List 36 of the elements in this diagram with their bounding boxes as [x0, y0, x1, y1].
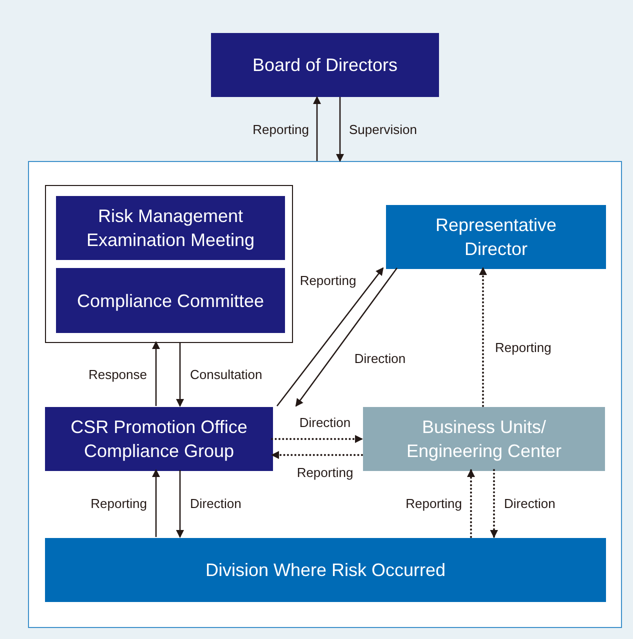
committee-group-box	[45, 185, 293, 343]
arrow	[479, 267, 487, 407]
edge-label: Reporting	[88, 496, 149, 512]
meeting-box	[56, 196, 285, 260]
node-label: Business Units/ Engineering Center	[405, 416, 563, 463]
arrow	[271, 435, 363, 443]
node-label: Division Where Risk Occurred	[205, 559, 446, 582]
arrow	[467, 469, 475, 538]
arrow	[295, 268, 398, 407]
node-label: CSR Promotion Office Compliance Group	[70, 416, 248, 463]
arrow	[271, 451, 363, 459]
edge-label: Reporting	[294, 465, 356, 481]
arrow	[313, 96, 321, 161]
business-units-box	[363, 407, 605, 471]
office-box	[45, 407, 273, 471]
edge-label: Supervision	[347, 122, 419, 138]
node-label: Board of Directors	[252, 54, 398, 77]
node-label: Compliance Committee	[76, 290, 264, 312]
edge-label: Reporting	[404, 496, 464, 512]
arrow	[336, 97, 344, 162]
arrow	[152, 469, 160, 537]
director-box	[386, 205, 606, 269]
edge-label: Reporting	[493, 340, 554, 356]
edge-label: Reporting	[250, 122, 311, 138]
node-label: Risk Management Examination Meeting	[85, 205, 256, 252]
arrow	[276, 267, 384, 406]
arrow	[490, 469, 498, 538]
arrow	[176, 342, 184, 407]
edge-label: Reporting	[298, 273, 358, 289]
arrow	[176, 470, 184, 538]
board-box	[211, 33, 439, 97]
organization-panel	[28, 161, 622, 628]
committee-box	[56, 268, 285, 333]
node-label: Representative Director	[434, 214, 558, 261]
arrow	[152, 341, 160, 406]
division-box	[45, 538, 606, 602]
